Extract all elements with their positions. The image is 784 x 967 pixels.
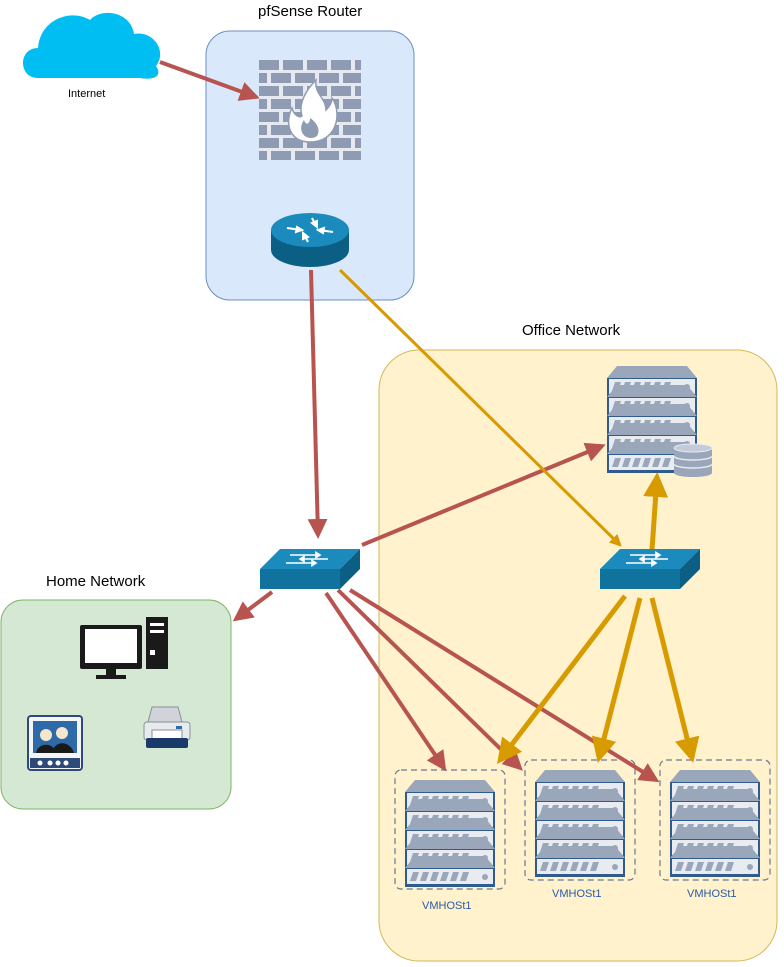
link-router-office-switch: [338, 268, 622, 547]
desktop-computer-icon: [80, 617, 168, 679]
office-group-title: Office Network: [522, 322, 621, 339]
core-switch-icon: [259, 548, 361, 590]
vmhost-3-box: [659, 759, 771, 881]
link-internet-firewall: [159, 60, 260, 101]
router-group-title: pfSense Router: [258, 3, 363, 20]
link-office-switch-vmhost2: [591, 597, 643, 763]
storage-server-icon: [607, 366, 713, 477]
vmhost-3-label: VMHOSt1: [687, 888, 737, 900]
link-router-switch: [307, 269, 328, 539]
vmhost-2-label: VMHOSt1: [552, 888, 602, 900]
vmhost-1-label: VMHOSt1: [422, 900, 472, 912]
database-icon: [673, 443, 713, 477]
internet-cloud-icon: [23, 12, 161, 79]
internet-label: Internet: [68, 88, 106, 100]
vmhost-2-rack-icon: [535, 770, 625, 877]
link-office-switch-storage: [643, 472, 669, 551]
vmhost-3-rack-icon: [670, 770, 760, 877]
vmhost-1-rack-icon: [405, 780, 495, 887]
printer-icon: [143, 706, 191, 748]
link-office-switch-vmhost1: [496, 594, 627, 764]
vmhost-1-box: [394, 769, 506, 890]
home-group-title: Home Network: [46, 573, 146, 590]
link-switch-home: [232, 590, 274, 622]
link-switch-vmhost2: [336, 588, 523, 771]
router-icon: [271, 213, 349, 267]
link-switch-storage: [361, 442, 606, 547]
link-office-switch-vmhost3: [649, 597, 700, 763]
link-switch-vmhost1: [324, 591, 447, 772]
vmhost-2-box: [524, 759, 636, 881]
firewall-icon: [259, 60, 361, 160]
office-switch-icon: [599, 548, 701, 590]
tv-monitor-icon: [27, 715, 83, 771]
